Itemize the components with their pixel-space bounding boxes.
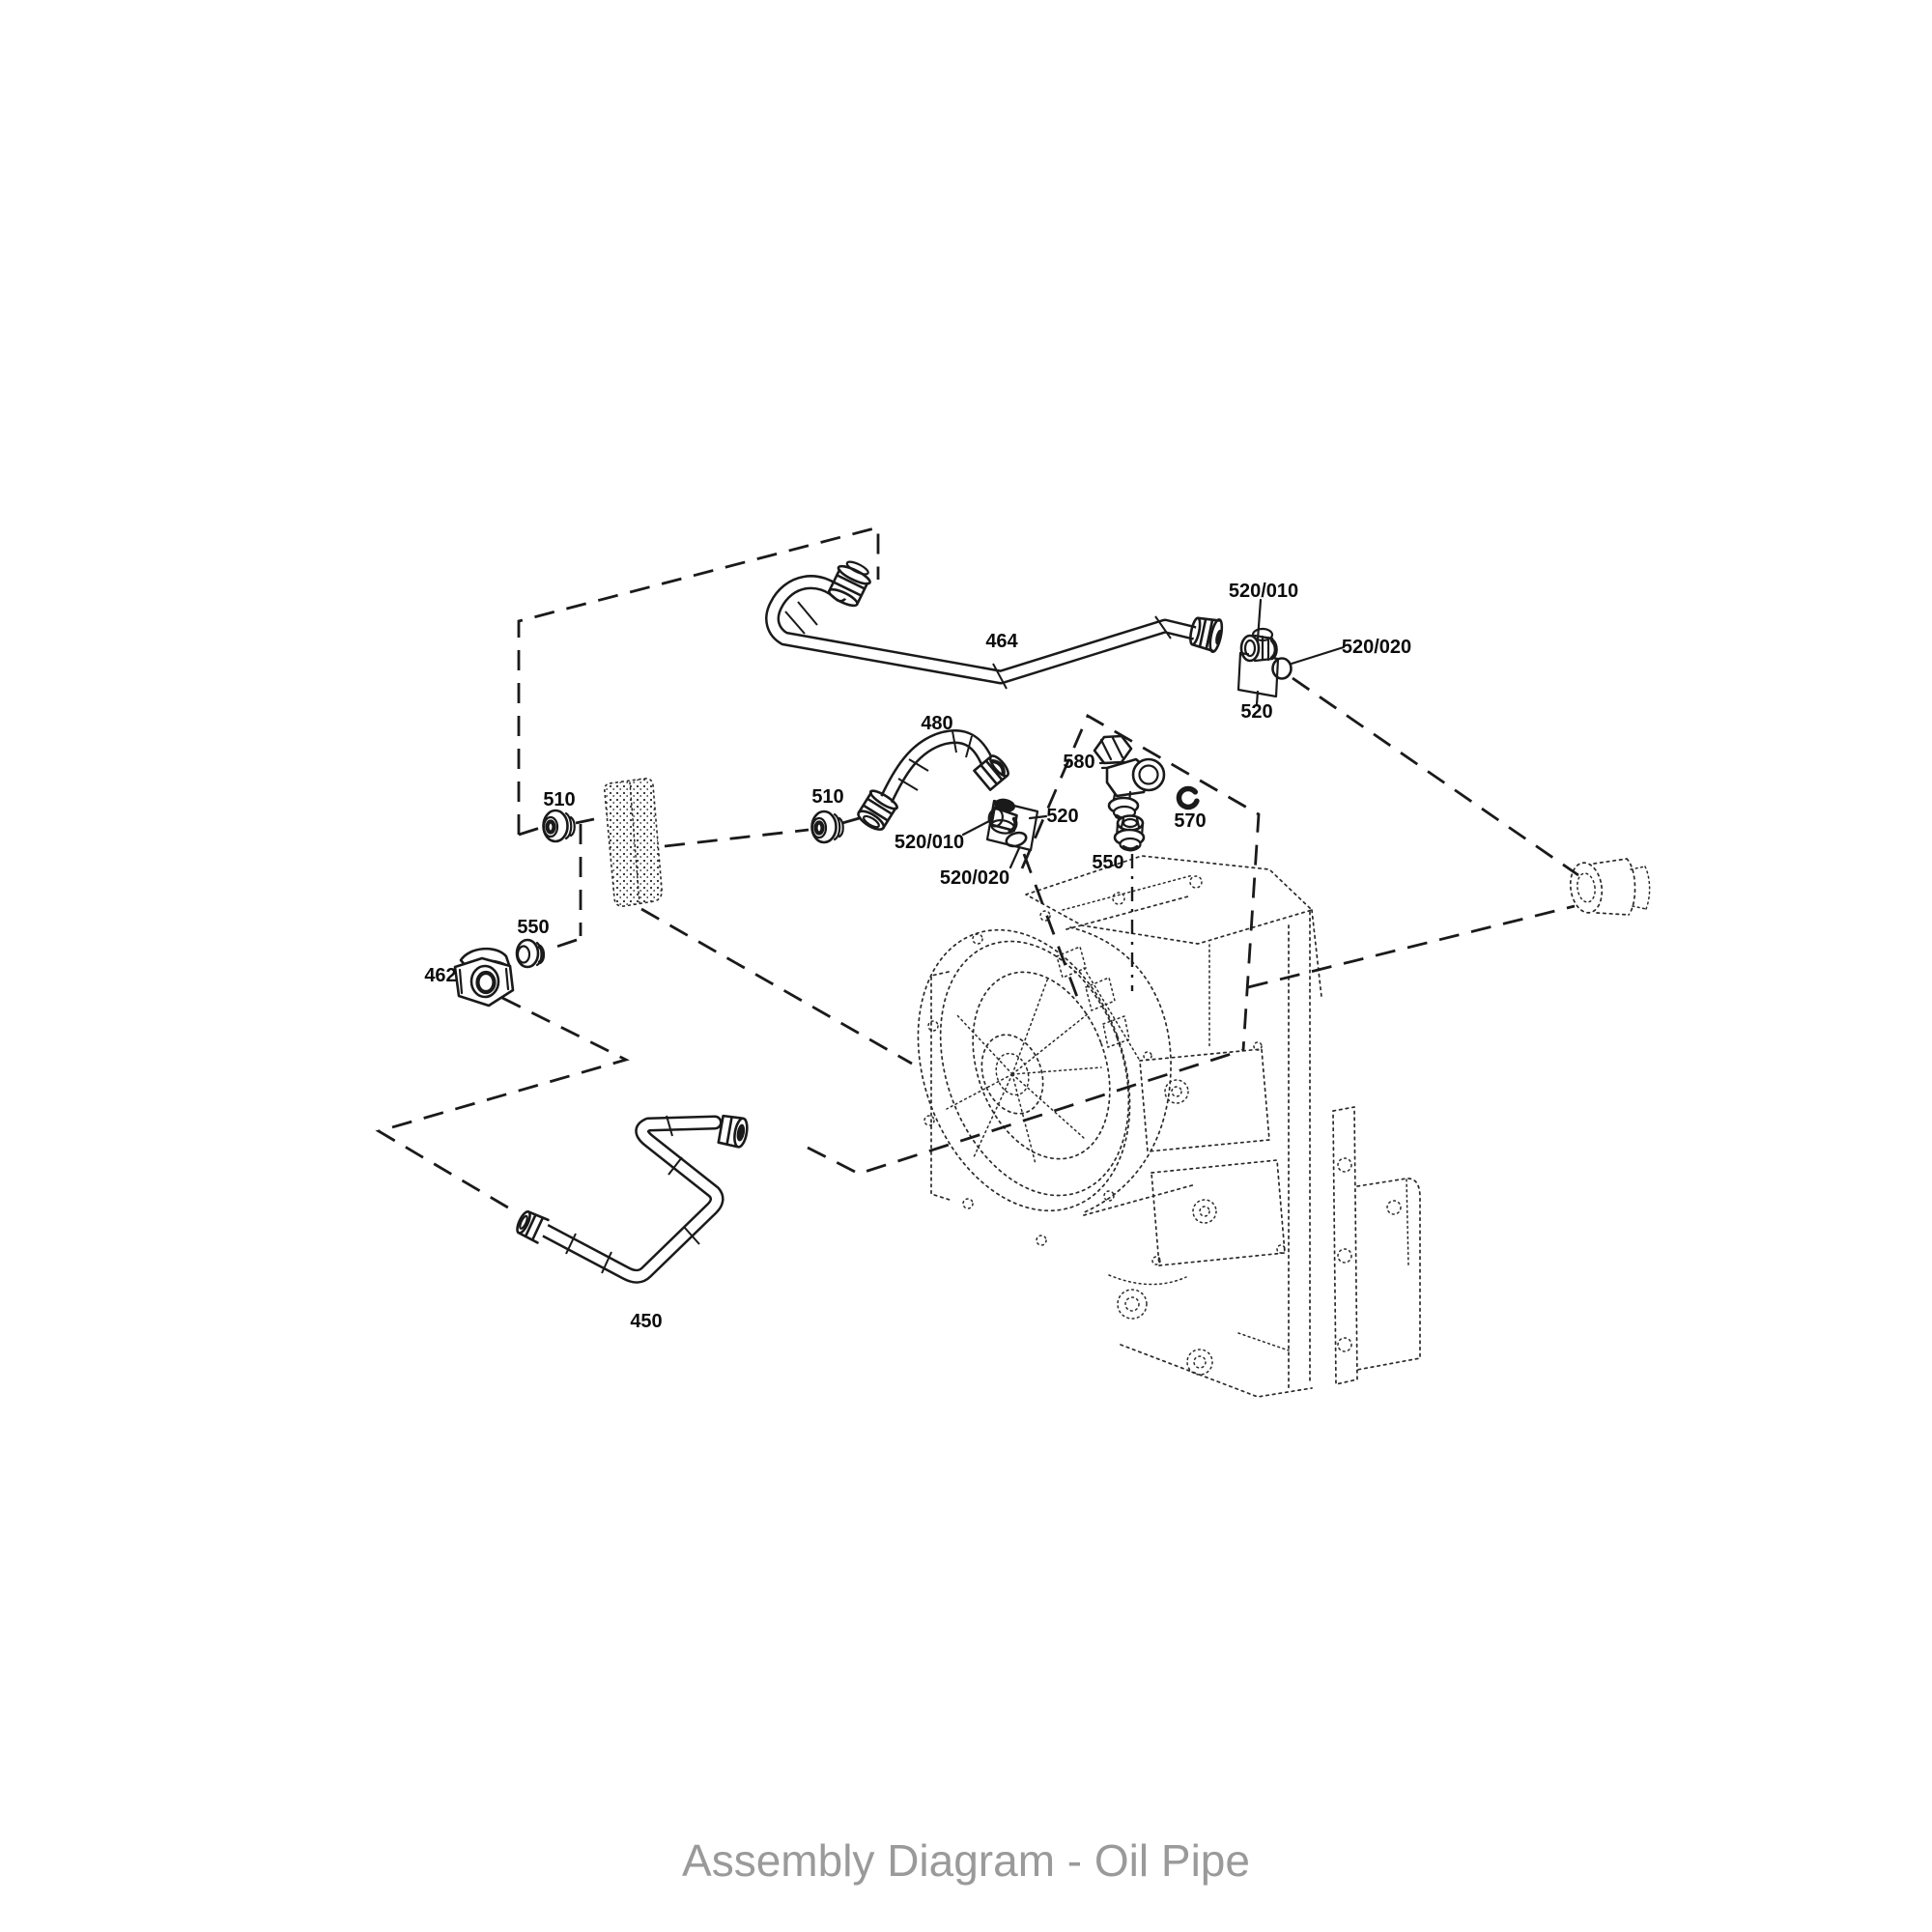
fitting-520-mid-to-housing — [1022, 853, 1082, 1006]
part-label-510-left: 510 — [543, 789, 575, 810]
pipe-450-nut-right — [717, 1114, 749, 1149]
hose-480 — [857, 729, 1009, 831]
plug-520-top-group — [1236, 627, 1293, 698]
hose-480-nut-right — [973, 754, 1009, 791]
part-label-520-020-right: 520/020 — [1342, 637, 1411, 658]
part-label-550-mid: 550 — [1092, 852, 1123, 873]
gearbox-body — [930, 855, 1421, 1398]
oring-520-020-top — [1271, 657, 1293, 680]
part-label-550-left: 550 — [517, 917, 549, 938]
part-label-510-mid: 510 — [811, 786, 843, 808]
gearbox-housing-phantom — [917, 855, 1651, 1398]
fitting-550-left — [515, 938, 546, 969]
part-label-520-010-top: 520/010 — [1229, 581, 1298, 602]
oring-top-to-coupling — [1292, 676, 1579, 877]
fitting-550-mid — [1113, 814, 1146, 852]
coupling-port — [1569, 858, 1651, 916]
gasket-plate — [604, 778, 663, 907]
part-labels: 520/010 520/020 520 464 480 580 510 510 … — [424, 581, 1411, 1332]
fitting-510-left — [542, 809, 576, 843]
pipe-450 — [516, 1114, 749, 1284]
fitting-580-tee — [1093, 734, 1166, 822]
part-label-450: 450 — [630, 1311, 662, 1332]
panel-464-bottom-edge — [518, 815, 864, 848]
part-label-580: 580 — [1063, 752, 1094, 773]
diagram-caption: Assembly Diagram - Oil Pipe — [682, 1835, 1250, 1886]
label-leaders — [961, 598, 1346, 869]
pipe-450-nut-left — [516, 1209, 551, 1244]
zigzag-462-to-450 — [375, 996, 630, 1215]
hose-480-nut-left — [857, 789, 898, 831]
part-label-520-010-mid: 520/010 — [895, 832, 964, 853]
pipe-450-to-housing — [807, 1048, 1244, 1176]
plug-520-mid-group — [985, 798, 1039, 852]
bell-housing — [917, 895, 1197, 1246]
pipe-464-nut-right — [1189, 616, 1224, 654]
ring-570 — [1176, 785, 1200, 810]
gasket-to-550-left — [553, 824, 582, 950]
construction-lines — [375, 526, 1579, 1215]
fitting-462 — [453, 947, 515, 1008]
housing-to-coupling — [1247, 904, 1576, 989]
oring-520-020-mid — [1005, 831, 1028, 848]
gasket-to-housing — [640, 907, 913, 1065]
part-label-520-020-mid: 520/020 — [940, 867, 1009, 889]
part-label-480: 480 — [921, 713, 952, 734]
panel-464-outline — [517, 526, 880, 835]
part-label-464: 464 — [985, 631, 1018, 652]
panel-580-outline — [1020, 714, 1261, 1051]
pipe-464 — [765, 560, 1224, 690]
pipe-464-nut-left — [828, 560, 871, 608]
bell-bolt-holes — [923, 910, 1115, 1246]
fitting-510-mid — [810, 810, 844, 844]
part-label-462: 462 — [424, 965, 456, 986]
part-label-520-top: 520 — [1240, 701, 1272, 723]
part-label-520-mid: 520 — [1046, 806, 1078, 827]
part-label-570: 570 — [1174, 810, 1206, 832]
